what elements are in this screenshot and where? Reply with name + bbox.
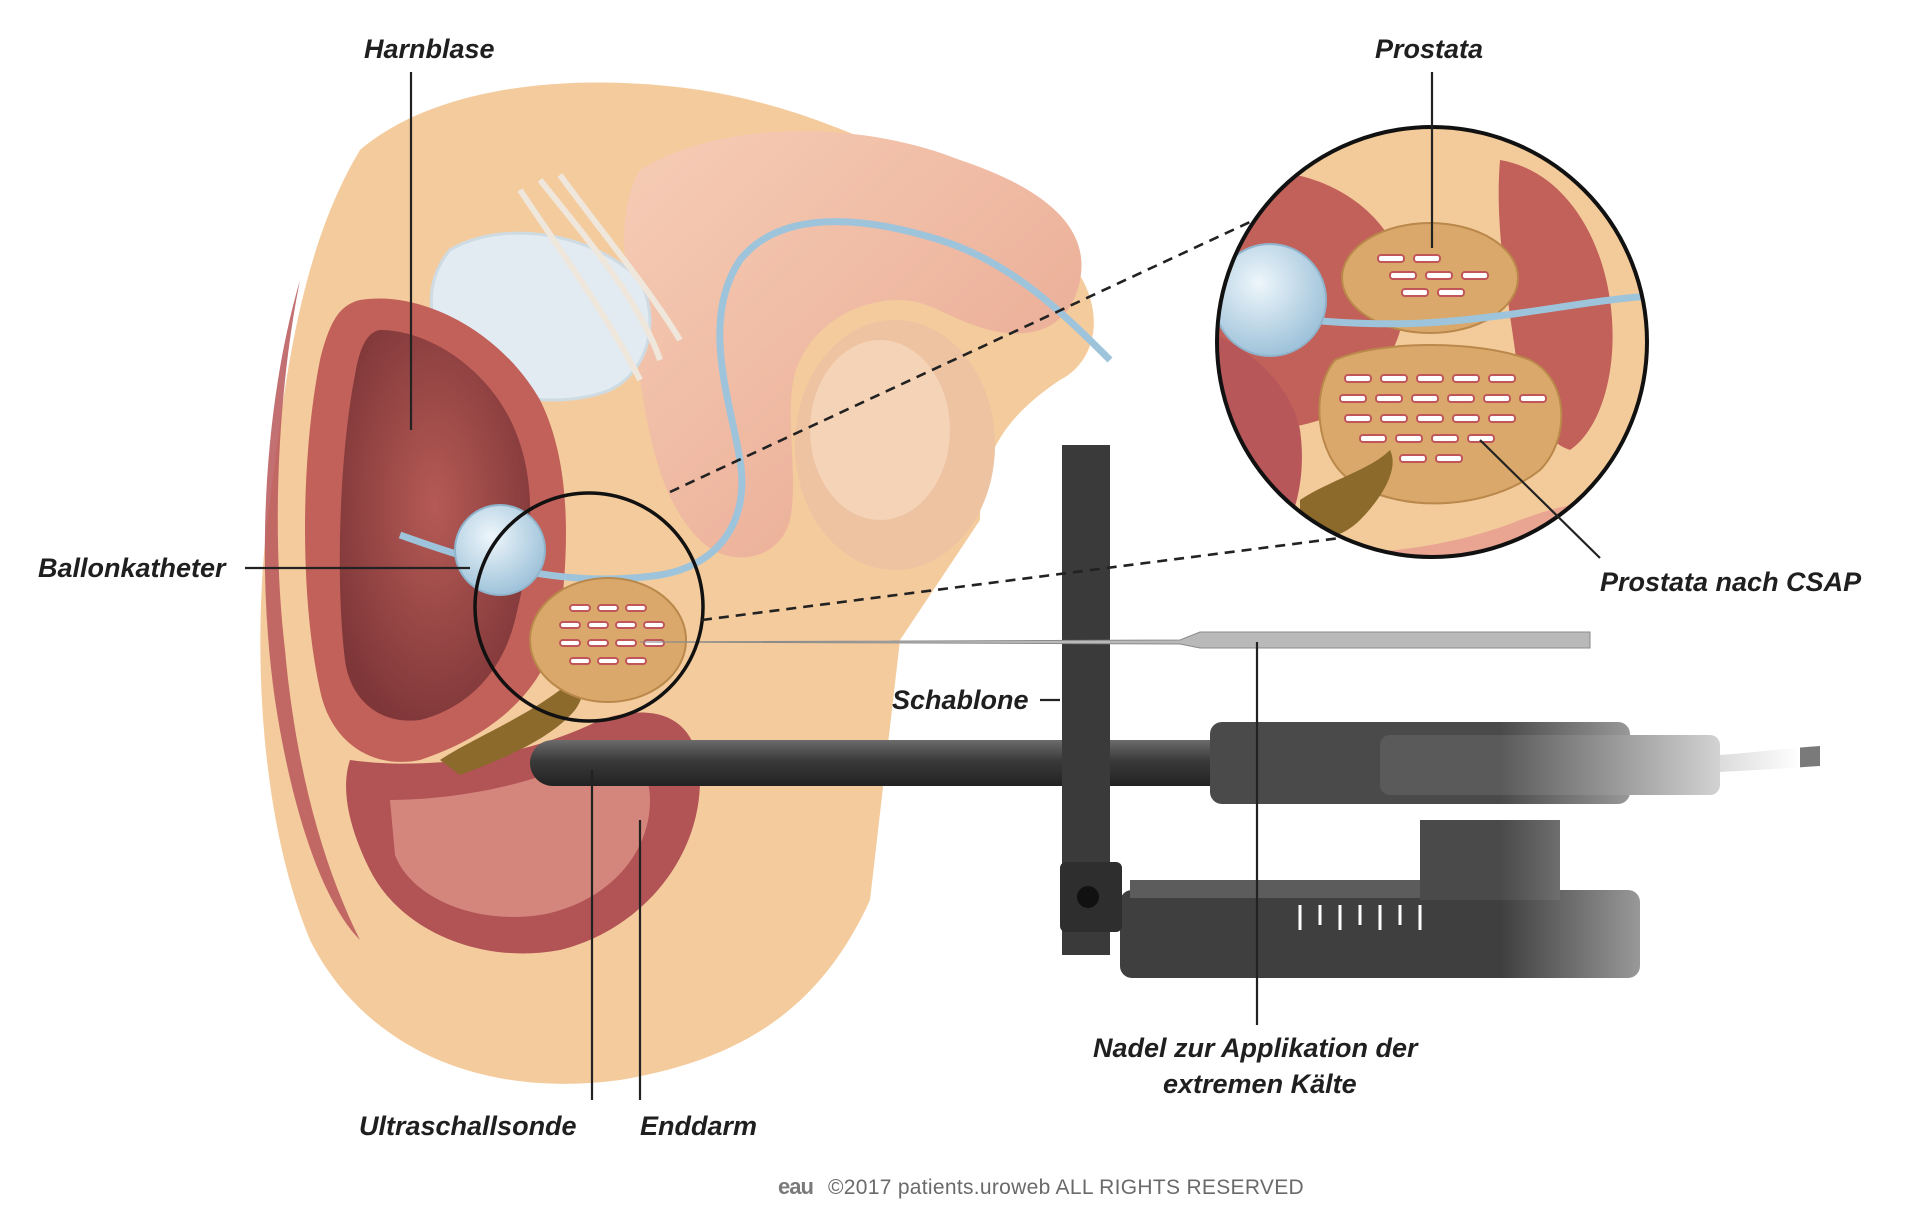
- zoom-detail: [1217, 127, 1647, 557]
- cryo-needle: [639, 631, 1591, 649]
- copyright-text: ©2017 patients.uroweb ALL RIGHTS RESERVE…: [828, 1176, 1304, 1199]
- anatomy-main: [260, 82, 1113, 1084]
- zoom-source-circle: [473, 491, 705, 723]
- label-nadel-line2: extremen Kälte: [1163, 1069, 1357, 1099]
- label-ultraschallsonde: Ultraschallsonde: [359, 1111, 577, 1141]
- instruments: [530, 445, 1820, 1010]
- label-enddarm: Enddarm: [640, 1111, 757, 1141]
- zoom-line-top: [669, 220, 1251, 494]
- label-ballonkatheter: Ballonkatheter: [38, 553, 227, 583]
- label-nadel-line1: Nadel zur Applikation der: [1093, 1033, 1419, 1063]
- prostate-small-ice: [559, 604, 665, 665]
- label-schablone: Schablone: [892, 685, 1029, 715]
- leader-prostata-csap: [1479, 439, 1601, 559]
- eau-logo: eau: [778, 1174, 813, 1199]
- label-prostata: Prostata: [1375, 34, 1483, 64]
- label-harnblase: Harnblase: [364, 34, 495, 64]
- balloon: [454, 504, 546, 596]
- zoom-line-bottom: [701, 536, 1341, 622]
- bladder: [339, 330, 531, 721]
- label-prostata-nach-csap: Prostata nach CSAP: [1600, 567, 1862, 597]
- copyright-footer: eau ©2017 patients.uroweb ALL RIGHTS RES…: [778, 1174, 1304, 1199]
